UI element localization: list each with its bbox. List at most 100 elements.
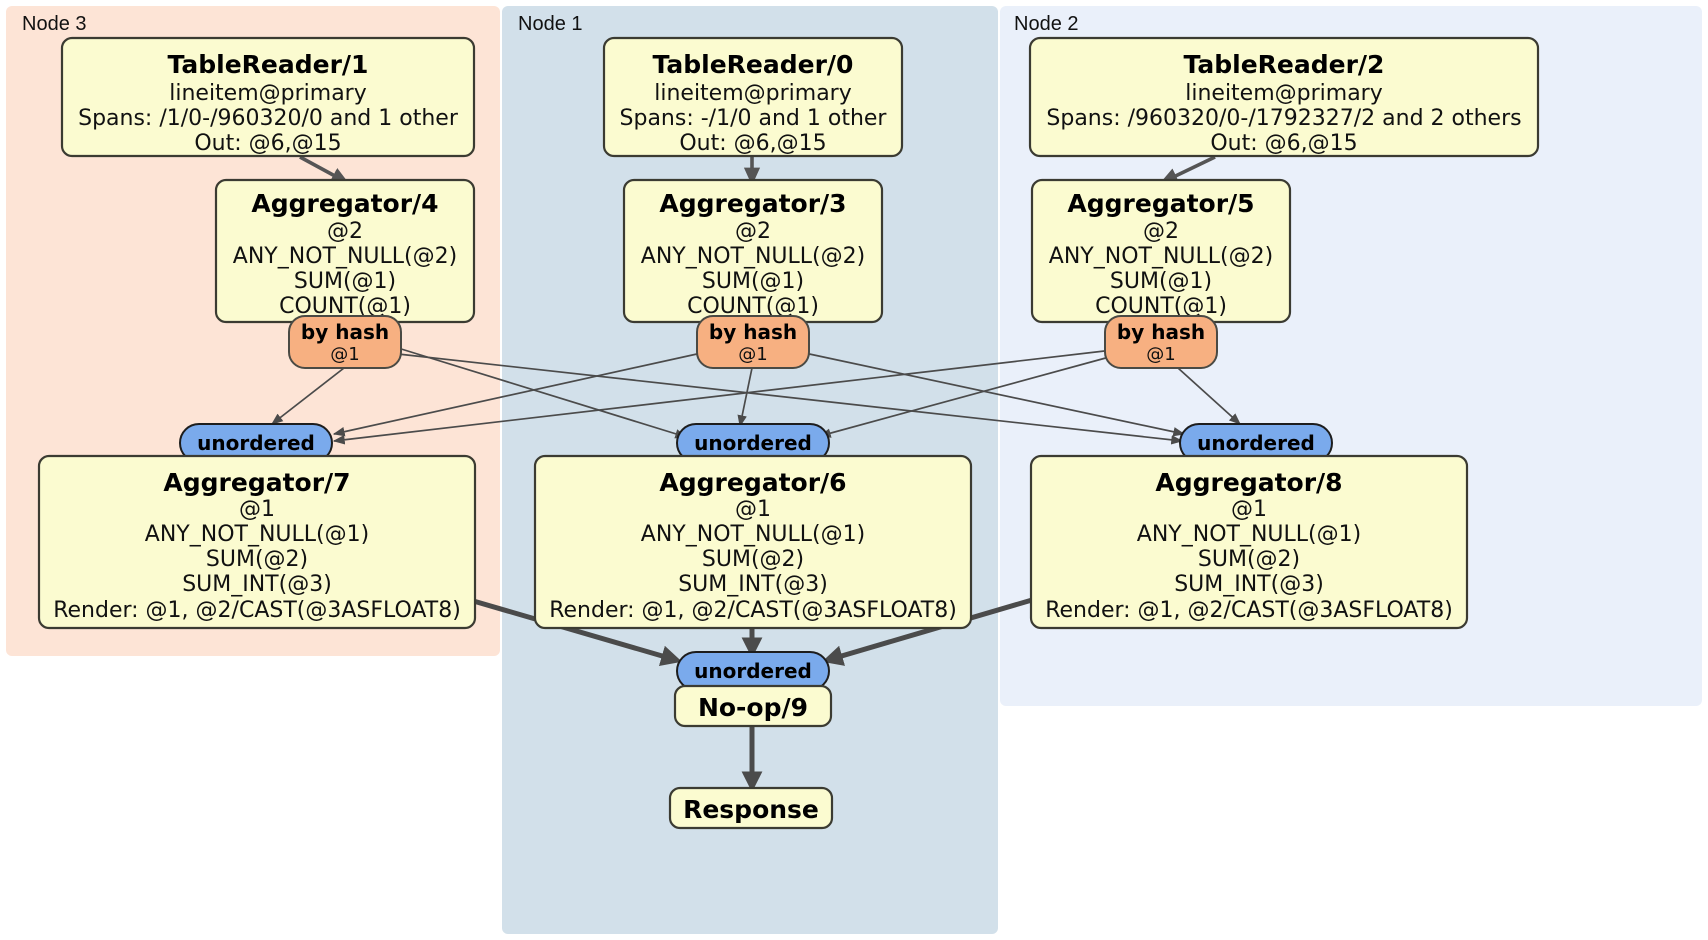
box-aggregator6-line-3: SUM_INT(@3)	[678, 572, 828, 597]
box-aggregator4-line-3: COUNT(@1)	[279, 294, 411, 319]
box-tablereader2-line-1: Spans: /960320/0-/1792327/2 and 2 others	[1046, 106, 1521, 131]
badge-hash-center-sub: @1	[738, 344, 767, 365]
box-aggregator8-shape[interactable]	[1029, 454, 1469, 630]
box-noop9[interactable]: No-op/9	[673, 684, 833, 728]
box-aggregator6-line-0: @1	[735, 497, 771, 522]
box-tablereader0-shape[interactable]	[602, 36, 904, 158]
box-aggregator3-title: Aggregator/3	[659, 189, 846, 218]
box-aggregator6-line-1: ANY_NOT_NULL(@1)	[641, 522, 865, 547]
box-tablereader2-title: TableReader/2	[1184, 50, 1385, 79]
box-aggregator3-line-3: COUNT(@1)	[687, 294, 819, 319]
badge-unordered-right-label: unordered	[1197, 431, 1315, 455]
badge-unordered-center[interactable]: unordered	[676, 423, 830, 463]
edge-hash-left-to-unordered-center	[397, 347, 688, 439]
box-aggregator8-title: Aggregator/8	[1155, 468, 1342, 497]
box-aggregator8-line-3: SUM_INT(@3)	[1174, 572, 1324, 597]
box-aggregator7-title: Aggregator/7	[163, 468, 350, 497]
edge-hash-center-to-unordered-right	[799, 351, 1186, 437]
edge-hash-left-to-unordered-left	[271, 367, 345, 425]
box-tablereader2-shape[interactable]	[1028, 36, 1540, 158]
edge-tablereader2-to-aggregator5	[1159, 155, 1216, 184]
box-tablereader0-title: TableReader/0	[653, 50, 854, 79]
badge-hash-center-label: by hash	[709, 320, 797, 344]
edge-hash-right-to-unordered-left	[332, 349, 1114, 445]
box-tablereader0-line-2: Out: @6,@15	[679, 131, 826, 156]
box-aggregator7-shape[interactable]	[37, 454, 477, 630]
box-aggregator4-line-0: @2	[327, 219, 363, 244]
edge-tablereader1-to-aggregator4	[299, 155, 350, 184]
box-tablereader1-line-0: lineitem@primary	[169, 81, 367, 106]
box-tablereader1-shape[interactable]	[60, 36, 476, 158]
badge-hash-left[interactable]: by hash @1	[288, 315, 402, 369]
box-aggregator5-line-0: @2	[1143, 219, 1179, 244]
box-aggregator8-line-1: ANY_NOT_NULL(@1)	[1137, 522, 1361, 547]
box-response-shape[interactable]	[668, 786, 834, 830]
box-aggregator7-line-0: @1	[239, 497, 275, 522]
edge-hash-center-to-unordered-center	[737, 367, 753, 428]
box-aggregator3-line-0: @2	[735, 219, 771, 244]
box-aggregator4[interactable]: Aggregator/4 @2 ANY_NOT_NULL(@2) SUM(@1)…	[214, 178, 476, 324]
box-tablereader0-line-0: lineitem@primary	[654, 81, 852, 106]
box-tablereader0[interactable]: TableReader/0 lineitem@primary Spans: -/…	[602, 36, 904, 158]
box-aggregator3-line-1: ANY_NOT_NULL(@2)	[641, 244, 865, 269]
region-node3-label: Node 3	[22, 13, 87, 35]
badge-hash-left-sub: @1	[330, 344, 359, 365]
box-aggregator8-line-0: @1	[1231, 497, 1267, 522]
box-aggregator6-title: Aggregator/6	[659, 468, 846, 497]
box-aggregator5-line-1: ANY_NOT_NULL(@2)	[1049, 244, 1273, 269]
badge-unordered-center-label: unordered	[694, 431, 812, 455]
box-aggregator3-line-2: SUM(@1)	[702, 269, 804, 294]
region-node1-label: Node 1	[518, 13, 583, 35]
edge-hash-right-to-unordered-center	[818, 355, 1114, 438]
box-aggregator4-line-1: ANY_NOT_NULL(@2)	[233, 244, 457, 269]
box-aggregator7[interactable]: Aggregator/7 @1 ANY_NOT_NULL(@1) SUM(@2)…	[37, 454, 477, 630]
badge-unordered-left-label: unordered	[197, 431, 315, 455]
box-tablereader2[interactable]: TableReader/2 lineitem@primary Spans: /9…	[1028, 36, 1540, 158]
box-tablereader1[interactable]: TableReader/1 lineitem@primary Spans: /1…	[60, 36, 476, 158]
box-tablereader1-line-2: Out: @6,@15	[194, 131, 341, 156]
box-aggregator7-line-3: SUM_INT(@3)	[182, 572, 332, 597]
box-tablereader2-line-0: lineitem@primary	[1185, 81, 1383, 106]
region-node2-label: Node 2	[1014, 13, 1079, 35]
box-tablereader2-line-2: Out: @6,@15	[1210, 131, 1357, 156]
box-aggregator5-line-3: COUNT(@1)	[1095, 294, 1227, 319]
edge-hash-center-to-unordered-left	[332, 351, 707, 437]
badge-hash-right[interactable]: by hash @1	[1104, 315, 1218, 369]
box-tablereader1-title: TableReader/1	[168, 50, 369, 79]
badge-hash-center[interactable]: by hash @1	[696, 315, 810, 369]
edge-hash-left-to-unordered-right	[397, 353, 1184, 445]
box-aggregator7-line-1: ANY_NOT_NULL(@1)	[145, 522, 369, 547]
edge-aggregator8-to-unordered-final	[821, 597, 1033, 666]
badge-hash-center-shape[interactable]	[696, 315, 810, 369]
box-aggregator8[interactable]: Aggregator/8 @1 ANY_NOT_NULL(@1) SUM(@2)…	[1029, 454, 1469, 630]
box-aggregator6-shape[interactable]	[533, 454, 973, 630]
badge-hash-left-shape[interactable]	[288, 315, 402, 369]
box-noop9-title: No-op/9	[698, 693, 808, 722]
box-aggregator4-line-2: SUM(@1)	[294, 269, 396, 294]
box-aggregator7-line-2: SUM(@2)	[206, 547, 308, 572]
box-aggregator8-line-4: Render: @1, @2/CAST(@3ASFLOAT8)	[1045, 598, 1453, 623]
box-tablereader1-line-1: Spans: /1/0-/960320/0 and 1 other	[78, 106, 459, 131]
box-response[interactable]: Response	[668, 786, 834, 830]
badge-hash-right-label: by hash	[1117, 320, 1205, 344]
box-aggregator3[interactable]: Aggregator/3 @2 ANY_NOT_NULL(@2) SUM(@1)…	[622, 178, 884, 324]
box-response-title: Response	[683, 795, 819, 824]
box-aggregator6-line-2: SUM(@2)	[702, 547, 804, 572]
box-aggregator7-line-4: Render: @1, @2/CAST(@3ASFLOAT8)	[53, 598, 461, 623]
badge-hash-right-shape[interactable]	[1104, 315, 1218, 369]
box-aggregator6-line-4: Render: @1, @2/CAST(@3ASFLOAT8)	[549, 598, 957, 623]
badge-unordered-final[interactable]: unordered	[676, 651, 830, 691]
box-aggregator5[interactable]: Aggregator/5 @2 ANY_NOT_NULL(@2) SUM(@1)…	[1030, 178, 1292, 324]
badge-hash-left-label: by hash	[301, 320, 389, 344]
edge-hash-right-to-unordered-right	[1177, 367, 1241, 425]
box-aggregator5-title: Aggregator/5	[1067, 189, 1254, 218]
box-aggregator5-line-2: SUM(@1)	[1110, 269, 1212, 294]
box-tablereader0-line-1: Spans: -/1/0 and 1 other	[620, 106, 888, 131]
box-aggregator6[interactable]: Aggregator/6 @1 ANY_NOT_NULL(@1) SUM(@2)…	[533, 454, 973, 630]
badge-unordered-final-label: unordered	[694, 659, 812, 683]
box-noop9-shape[interactable]	[673, 684, 833, 728]
box-aggregator4-title: Aggregator/4	[251, 189, 438, 218]
box-aggregator8-line-2: SUM(@2)	[1198, 547, 1300, 572]
